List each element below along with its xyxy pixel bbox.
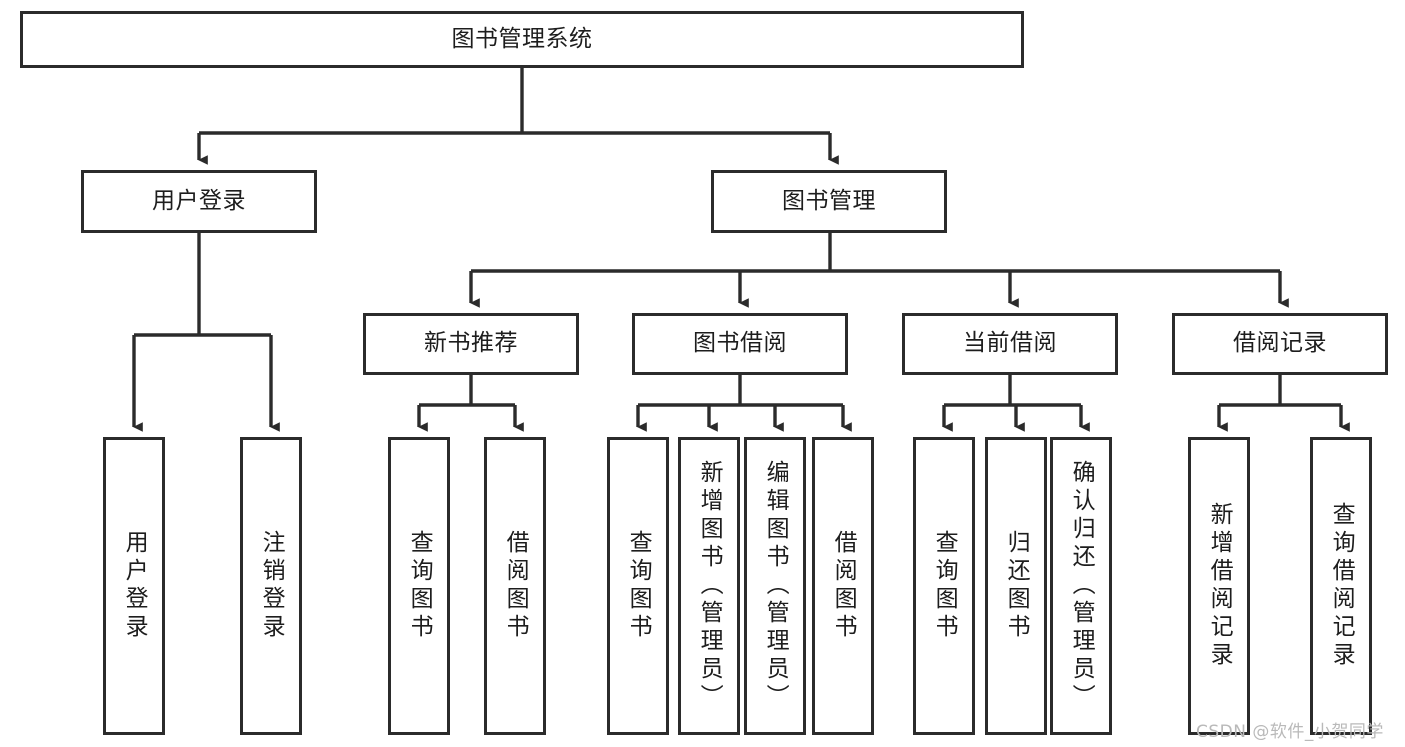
node-user-login[interactable]: 用户登录 <box>81 170 317 233</box>
leaf-user-login[interactable]: 用户登录 <box>103 437 165 735</box>
leaf-borrow-book-label: 借阅图书 <box>830 530 857 642</box>
leaf-query-borrow-record[interactable]: 查询借阅记录 <box>1310 437 1372 735</box>
leaf-add-book-admin[interactable]: 新增图书（管理员） <box>678 437 740 735</box>
node-new-book-recommend[interactable]: 新书推荐 <box>363 313 579 375</box>
node-new-book-recommend-label: 新书推荐 <box>424 330 518 357</box>
leaf-borrow-book-newbook[interactable]: 借阅图书 <box>484 437 546 735</box>
leaf-confirm-return-admin[interactable]: 确认归还（管理员） <box>1050 437 1112 735</box>
node-borrow-record-label: 借阅记录 <box>1233 330 1327 357</box>
node-book-management-label: 图书管理 <box>782 187 876 214</box>
leaf-return-book-label: 归还图书 <box>1003 530 1030 642</box>
leaf-edit-book-admin-label: 编辑图书（管理员） <box>762 460 789 712</box>
leaf-query-book-borrow-label: 查询图书 <box>625 530 652 642</box>
leaf-logout[interactable]: 注销登录 <box>240 437 302 735</box>
leaf-edit-book-admin[interactable]: 编辑图书（管理员） <box>744 437 806 735</box>
leaf-user-login-label: 用户登录 <box>121 530 148 642</box>
node-current-borrow[interactable]: 当前借阅 <box>902 313 1118 375</box>
node-user-login-label: 用户登录 <box>152 187 246 214</box>
leaf-query-book-borrow[interactable]: 查询图书 <box>607 437 669 735</box>
leaf-return-book[interactable]: 归还图书 <box>985 437 1047 735</box>
leaf-borrow-book[interactable]: 借阅图书 <box>812 437 874 735</box>
node-book-management[interactable]: 图书管理 <box>711 170 947 233</box>
leaf-query-book-current-label: 查询图书 <box>931 530 958 642</box>
leaf-query-book-newbook-label: 查询图书 <box>406 530 433 642</box>
leaf-add-borrow-record-label: 新增借阅记录 <box>1206 502 1233 670</box>
leaf-add-book-admin-label: 新增图书（管理员） <box>696 460 723 712</box>
node-borrow-record[interactable]: 借阅记录 <box>1172 313 1388 375</box>
leaf-add-borrow-record[interactable]: 新增借阅记录 <box>1188 437 1250 735</box>
node-root-label: 图书管理系统 <box>451 25 593 52</box>
leaf-confirm-return-admin-label: 确认归还（管理员） <box>1068 460 1095 712</box>
leaf-borrow-book-newbook-label: 借阅图书 <box>502 530 529 642</box>
leaf-logout-label: 注销登录 <box>258 530 285 642</box>
node-book-borrow-label: 图书借阅 <box>693 330 787 357</box>
leaf-query-borrow-record-label: 查询借阅记录 <box>1328 502 1355 670</box>
node-current-borrow-label: 当前借阅 <box>963 330 1057 357</box>
node-root[interactable]: 图书管理系统 <box>20 11 1024 68</box>
leaf-query-book-newbook[interactable]: 查询图书 <box>388 437 450 735</box>
leaf-query-book-current[interactable]: 查询图书 <box>913 437 975 735</box>
node-book-borrow[interactable]: 图书借阅 <box>632 313 848 375</box>
